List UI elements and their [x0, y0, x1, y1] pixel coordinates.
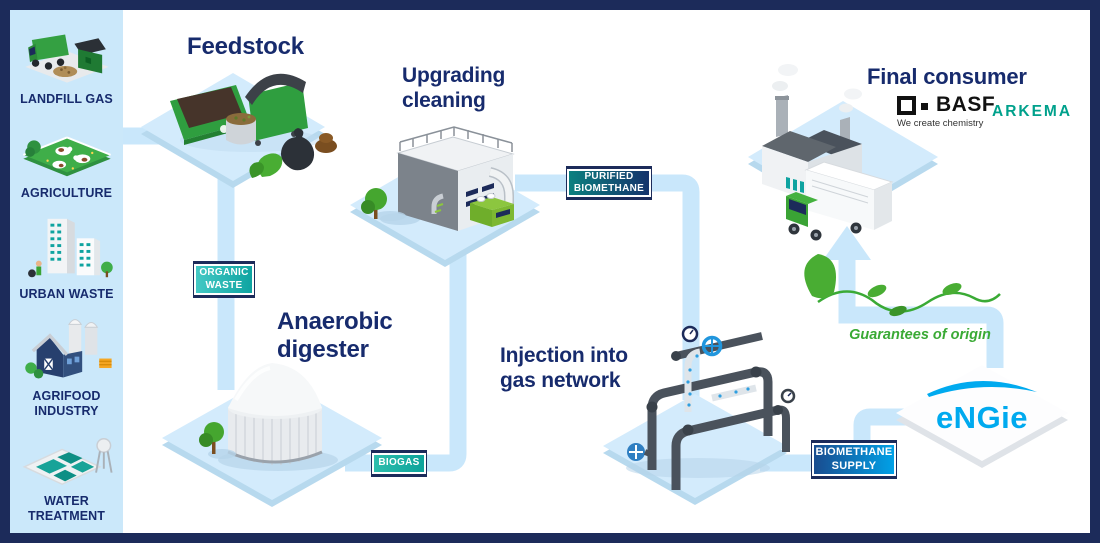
basf-wordmark: BASF: [936, 93, 996, 116]
purified-biomethane-badge: PURIFIED BIOMETHANE: [566, 166, 652, 200]
arkema-logo: ARKEMA: [992, 103, 1073, 120]
garbage-truck-icon: [24, 34, 109, 83]
gas-pipes-illustration: [626, 325, 796, 490]
upgrading-title: Upgrading cleaning: [402, 64, 506, 112]
engie-swoosh-icon: [927, 380, 1037, 397]
feedstock-title: Feedstock: [187, 33, 304, 60]
biomethane-supply-badge: BIOMETHANE SUPPLY: [811, 440, 897, 479]
basf-tagline: We create chemistry: [897, 118, 984, 129]
guarantees-vine-icon: [804, 254, 1001, 317]
sidebar-item-agriculture: AGRICULTURE: [17, 118, 117, 200]
final-consumer-title: Final consumer: [867, 64, 1027, 89]
connector-digester-upgrading: [345, 245, 467, 472]
city-buildings-icon: [27, 218, 113, 278]
sidebar-item-agrifood-industry: AGRIFOOD INDUSTRY: [17, 313, 117, 418]
sidebar-item-urban-waste: URBAN WASTE: [17, 213, 117, 301]
flow-connectors: [118, 127, 1004, 472]
basf-squares-icon: [897, 95, 928, 115]
up-arrow-icon: [823, 226, 871, 260]
injection-title: Injection into gas network: [500, 344, 628, 392]
sidebar-item-landfill-gas: LANDFILL GAS: [17, 16, 117, 106]
sidebar-label: URBAN WASTE: [19, 286, 114, 301]
biogas-badge: BIOGAS: [371, 450, 427, 477]
barn-silos-icon: [24, 319, 112, 379]
upgrading-plant-illustration: [361, 126, 515, 231]
connector-supply-engie: [853, 408, 915, 448]
connector-upgrading-injection: [515, 174, 700, 400]
sidebar-label: AGRIFOOD INDUSTRY: [32, 389, 101, 418]
digester-tank-illustration: [199, 363, 338, 471]
treatment-pools-icon: [22, 438, 113, 486]
anaerobic-digester-title: Anaerobic digester: [277, 308, 393, 364]
organic-waste-badge: ORGANIC WASTE: [193, 261, 255, 298]
feedstock-bins-illustration: [170, 73, 337, 178]
guarantees-of-origin-label: Guarantees of origin: [849, 327, 991, 343]
feedstock-sources-sidebar: LANDFILL GAS AGRICULTURE: [10, 10, 123, 533]
engie-logo-text: eNGie: [936, 400, 1028, 435]
connector-engie-final: [838, 256, 1004, 368]
sidebar-item-water-treatment: WATER TREATMENT: [17, 430, 117, 523]
sidebar-label: LANDFILL GAS: [20, 92, 113, 106]
basf-logo: BASF We create chemistry: [897, 93, 995, 129]
sidebar-label: WATER TREATMENT: [27, 494, 106, 523]
engie-logo: eNGie: [927, 380, 1037, 435]
farm-cows-icon: [22, 136, 111, 177]
sidebar-label: AGRICULTURE: [20, 186, 113, 201]
factory-truck-illustration: [762, 64, 894, 241]
